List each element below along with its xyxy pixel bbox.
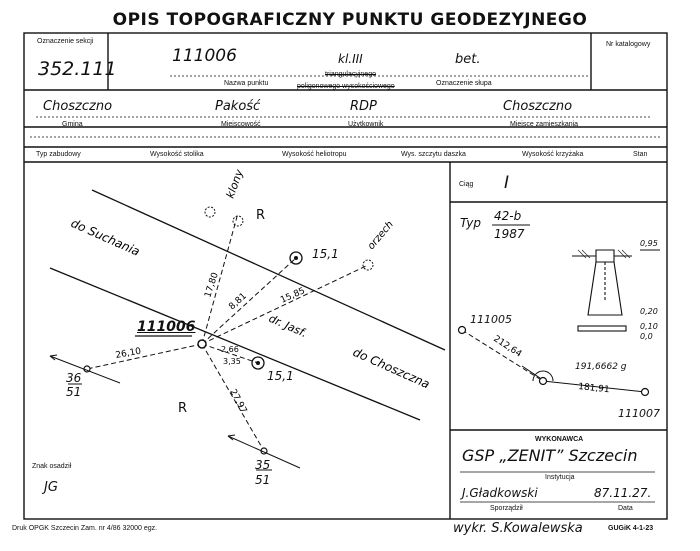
dist-label-6: 3,35 (223, 357, 241, 366)
region-r-bottom: R (178, 401, 188, 416)
znak-value: JG (44, 480, 58, 495)
ciag-value: I (504, 173, 510, 193)
dim-label-1: 0,95 (640, 239, 658, 248)
traverse-lines (461, 329, 646, 393)
left-mark-den: 51 (66, 385, 82, 399)
traverse-point-b-label: 111007 (618, 407, 660, 420)
traverse-dist-b: 181,91 (578, 382, 610, 395)
document-title: OPIS TOPOGRAFICZNY PUNKTU GEODEZYJNEGO (112, 10, 588, 30)
institution-label: Instytucja (545, 474, 575, 481)
gmina-label: Gmina (62, 121, 83, 128)
post-label: Oznaczenie słupa (436, 80, 492, 87)
drawn-by: wykr. S.Kowalewska (453, 521, 583, 536)
gmina-value: Choszczno (43, 99, 113, 114)
uzytkownik-value: RDP (350, 99, 377, 114)
executor-name: GSP „ZENIT” Szczecin (462, 446, 638, 465)
point-name-value: 111006 (172, 46, 237, 66)
typ-num: 42-b (494, 209, 522, 223)
col-stan: Stan (633, 151, 648, 158)
col-wys-stolika: Wysokość stolika (150, 151, 204, 158)
miejscowosc-label: Miejscowość (221, 121, 261, 128)
dim-label-3: 0,10 (640, 322, 658, 331)
traverse-point-center (538, 376, 548, 386)
bottom-mark-den: 51 (255, 473, 271, 487)
typ-label: Typ (460, 216, 482, 230)
bottom-mark-num: 35 (255, 458, 271, 472)
traverse-angle: 191,6662 g (575, 362, 627, 372)
post-value: bet. (455, 52, 481, 67)
section-label: Oznaczenie sekcji (37, 38, 94, 45)
measure-line-bottom-mark (201, 343, 265, 452)
uzytkownik-label: Użytkownik (348, 121, 384, 128)
traverse-point-b (640, 387, 650, 397)
traverse-point-a (457, 325, 467, 335)
monument-cross-section (572, 249, 632, 332)
tree-orzech (362, 259, 374, 271)
main-point-marker (197, 339, 207, 349)
form-code: GUGiK 4-1-23 (608, 525, 654, 532)
zamieszkania-label: Miejsce zamieszkania (510, 121, 579, 128)
typ-den: 1987 (494, 227, 525, 241)
executor-label: WYKONAWCA (535, 436, 584, 443)
target-b-marker (251, 356, 265, 370)
target-a-marker (289, 251, 303, 265)
print-info: Druk OPGK Szczecin Zam. nr 4/86 32000 eg… (12, 525, 158, 532)
measure-line-target-a (201, 257, 297, 345)
date-value: 87.11.27. (594, 486, 652, 500)
catalog-label: Nr katalogowy (606, 41, 651, 48)
col-wys-heliotropu: Wysokość heliotropu (282, 151, 347, 158)
region-r-top: R (256, 208, 266, 223)
ciag-label: Ciąg (459, 181, 474, 188)
main-point-label: 111006 (137, 319, 196, 335)
section-value: 352.111 (38, 58, 117, 80)
tree-klony-2 (232, 215, 244, 227)
road-edge-lower (49, 267, 421, 421)
dist-label-4: 26,10 (115, 347, 142, 361)
class-value: kl.III (338, 52, 363, 66)
point-name-label: Nazwa punktu (224, 80, 269, 87)
measure-line-left-mark (86, 343, 203, 370)
left-mark-num: 36 (66, 371, 82, 385)
dim-label-4: 0,0 (640, 332, 653, 341)
miejscowosc-value: Pakość (215, 99, 261, 114)
target-b-label: 15,1 (267, 369, 294, 383)
col-wys-daszka: Wys. szczytu daszka (401, 151, 466, 158)
col-typ-zabudowy: Typ zabudowy (36, 151, 81, 158)
target-a-label: 15,1 (312, 247, 339, 261)
date-label: Data (618, 505, 633, 512)
author-label: Sporządził (490, 505, 523, 512)
road-edge-upper (91, 189, 446, 351)
measure-line-target-b (201, 343, 259, 364)
type-option-2: poligonowego wysokościowego (297, 83, 395, 90)
traverse-point-a-label: 111005 (470, 313, 512, 326)
author-value: J.Gładkowski (462, 486, 538, 500)
dist-label-5: 2,66 (221, 345, 239, 354)
znak-label: Znak osadził (32, 463, 72, 470)
traverse-dist-a: 212,64 (491, 334, 523, 360)
tree-klony-1 (204, 206, 216, 218)
measure-line-klony (201, 212, 239, 345)
measure-line-orzech (201, 265, 367, 345)
type-option-1: triangulacyjnego (325, 71, 376, 78)
col-wys-krzyzaka: Wysokość krzyżaka (522, 151, 584, 158)
zamieszkania-value: Choszczno (503, 99, 573, 114)
dim-label-2: 0,20 (640, 307, 658, 316)
